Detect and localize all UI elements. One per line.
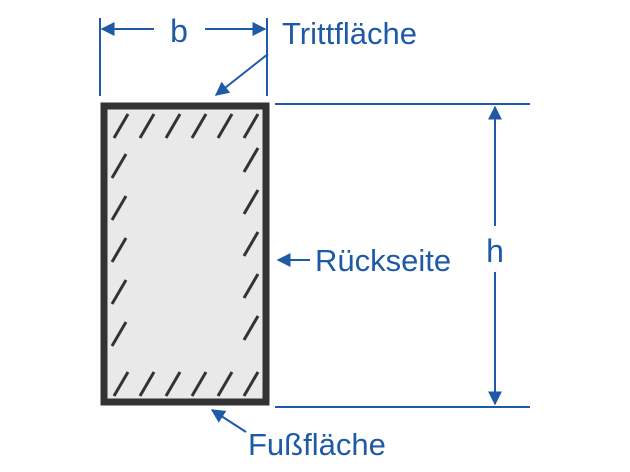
hatch-stroke-top: [216, 113, 234, 139]
cross-section-fill: [104, 106, 266, 402]
hatch-stroke-top: [164, 113, 182, 139]
hatch-stroke-left: [110, 153, 128, 179]
hatch-stroke-bottom: [138, 371, 156, 397]
tread-callout: Trittfläche: [214, 16, 417, 96]
hatch-stroke-top: [112, 113, 130, 139]
hatch-stroke-left: [110, 237, 128, 263]
height-label: h: [486, 233, 504, 269]
width-label: b: [170, 13, 188, 49]
hatch-stroke-right: [242, 273, 260, 299]
back-callout: Rückseite: [276, 243, 451, 278]
hatch-stroke-top: [242, 113, 260, 139]
tread-label: Trittfläche: [282, 16, 417, 51]
hatch-stroke-left: [110, 279, 128, 305]
hatch-stroke-right: [242, 231, 260, 257]
hatch-stroke-bottom: [112, 371, 130, 397]
foot-pointer-arrow: [210, 409, 247, 433]
hatch-stroke-bottom: [164, 371, 182, 397]
hatch-stroke-bottom: [190, 371, 208, 397]
hatching: [110, 113, 260, 397]
hatch-stroke-right: [242, 147, 260, 173]
height-dimension: h: [275, 103, 530, 408]
hatch-stroke-left: [110, 321, 128, 347]
hatch-stroke-bottom: [242, 371, 260, 397]
cross-section-outline: [100, 102, 270, 406]
foot-callout: Fußfläche: [210, 409, 386, 462]
tread-pointer-arrow: [214, 53, 269, 96]
hatch-stroke-right: [242, 315, 260, 341]
back-label: Rückseite: [315, 243, 451, 278]
foot-label: Fußfläche: [248, 427, 386, 462]
hatch-stroke-right: [242, 189, 260, 215]
hatch-stroke-top: [138, 113, 156, 139]
width-dimension: b: [99, 13, 268, 96]
hatch-stroke-bottom: [216, 371, 234, 397]
hatch-stroke-top: [190, 113, 208, 139]
hatch-stroke-left: [110, 195, 128, 221]
